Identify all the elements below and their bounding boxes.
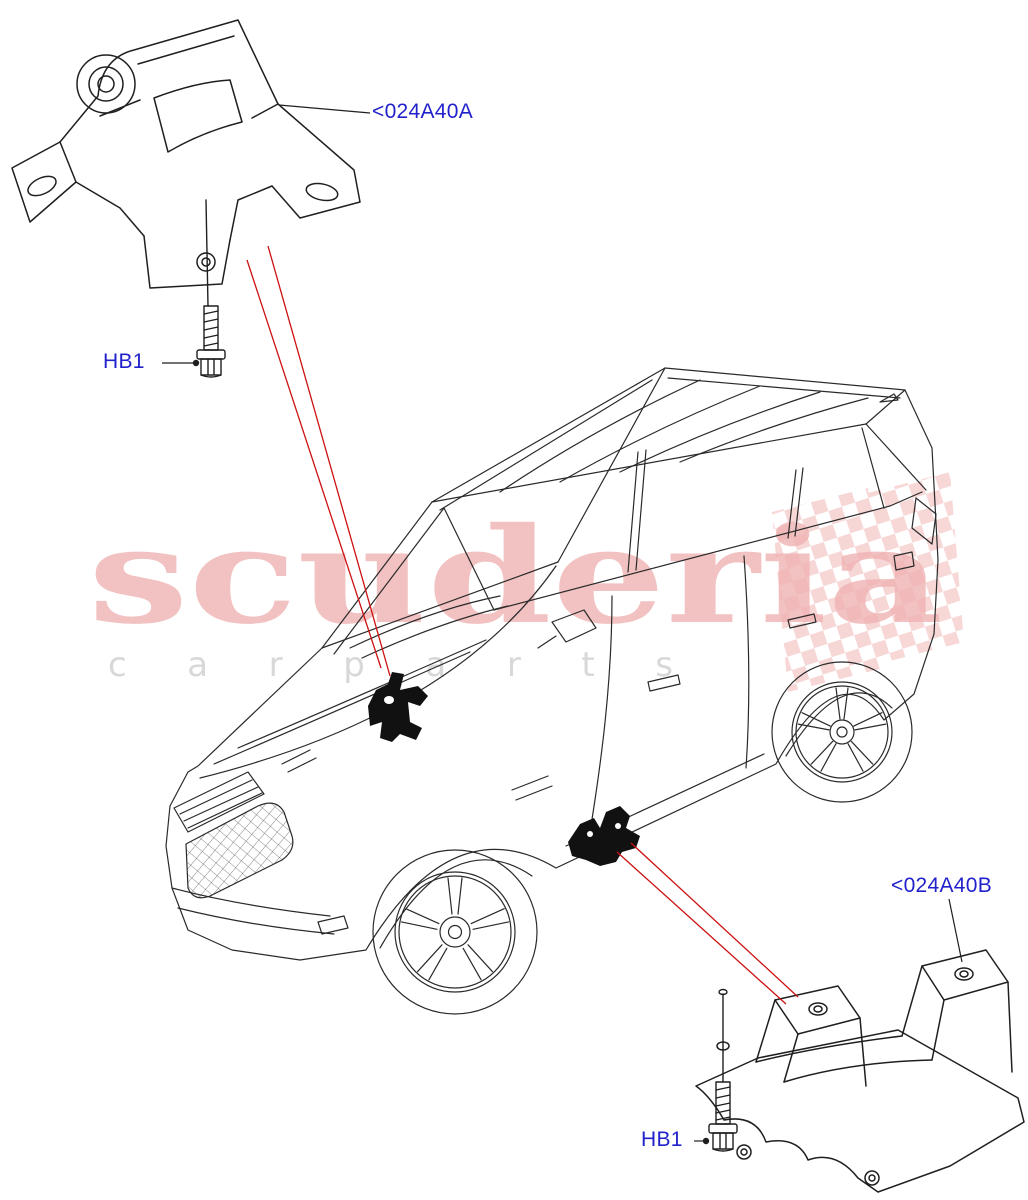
bracket-b-drawing bbox=[695, 949, 1025, 1193]
watermark-brand: scuderia bbox=[88, 499, 943, 654]
part-label-hb1-bottom[interactable]: HB1 bbox=[641, 1128, 683, 1151]
part-label-024a40b[interactable]: <024A40B bbox=[891, 874, 993, 897]
bolt-b-drawing bbox=[708, 988, 738, 1152]
part-label-hb1-top[interactable]: HB1 bbox=[103, 350, 145, 373]
bracket-a-location-icon bbox=[368, 672, 428, 742]
bolt-a-drawing bbox=[196, 199, 226, 378]
part-label-024a40a[interactable]: <024A40A bbox=[372, 100, 474, 123]
watermark: scuderia c a r p a r t s bbox=[88, 472, 964, 692]
checkered-flag bbox=[772, 472, 964, 692]
leader-lines-red bbox=[246, 245, 799, 1005]
bracket-a-drawing bbox=[11, 19, 361, 289]
leader-lines-black bbox=[162, 104, 963, 1145]
bracket-b-location-icon bbox=[568, 806, 640, 866]
vehicle-drawing bbox=[165, 367, 939, 1015]
